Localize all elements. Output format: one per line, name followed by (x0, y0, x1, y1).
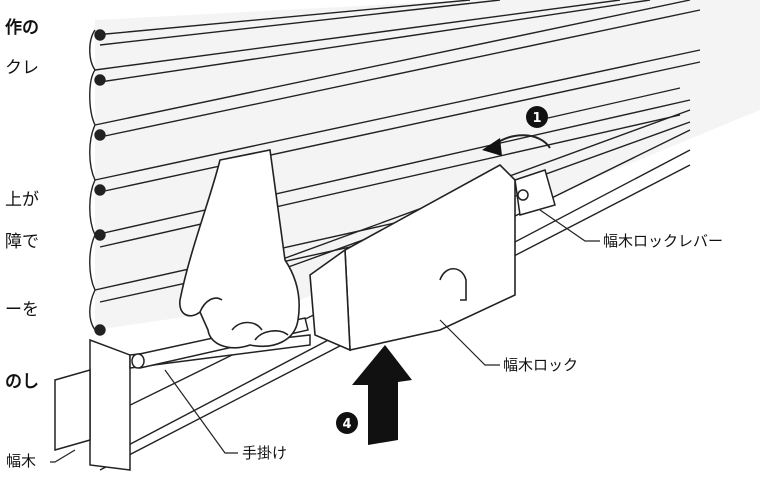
text-fragment-6: のし (5, 372, 39, 392)
text-fragment-2: クレ (5, 58, 39, 78)
text-fragment-1: 作の (5, 18, 39, 38)
label-handle: 手掛け (242, 444, 288, 462)
label-lock: 幅木ロック (503, 356, 579, 374)
label-lock-lever: 幅木ロックレバー (603, 232, 724, 250)
step-1-marker: 1 (526, 106, 548, 128)
text-fragment-4: 障で (5, 232, 39, 252)
rotate-arrow (482, 134, 551, 156)
step-1-number: 1 (532, 111, 541, 126)
step-4-number: 4 (342, 417, 351, 432)
leader-lines (50, 87, 681, 463)
hand (179, 149, 300, 349)
text-fragment-3: 上が (5, 190, 39, 210)
label-baseboard: 幅木 (6, 452, 37, 470)
lift-arrow (352, 345, 412, 445)
step-4-marker: 4 (336, 412, 358, 434)
text-fragment-5: ーを (5, 300, 39, 320)
lock-lever-part (514, 169, 556, 216)
baseboard-lock (309, 164, 516, 352)
